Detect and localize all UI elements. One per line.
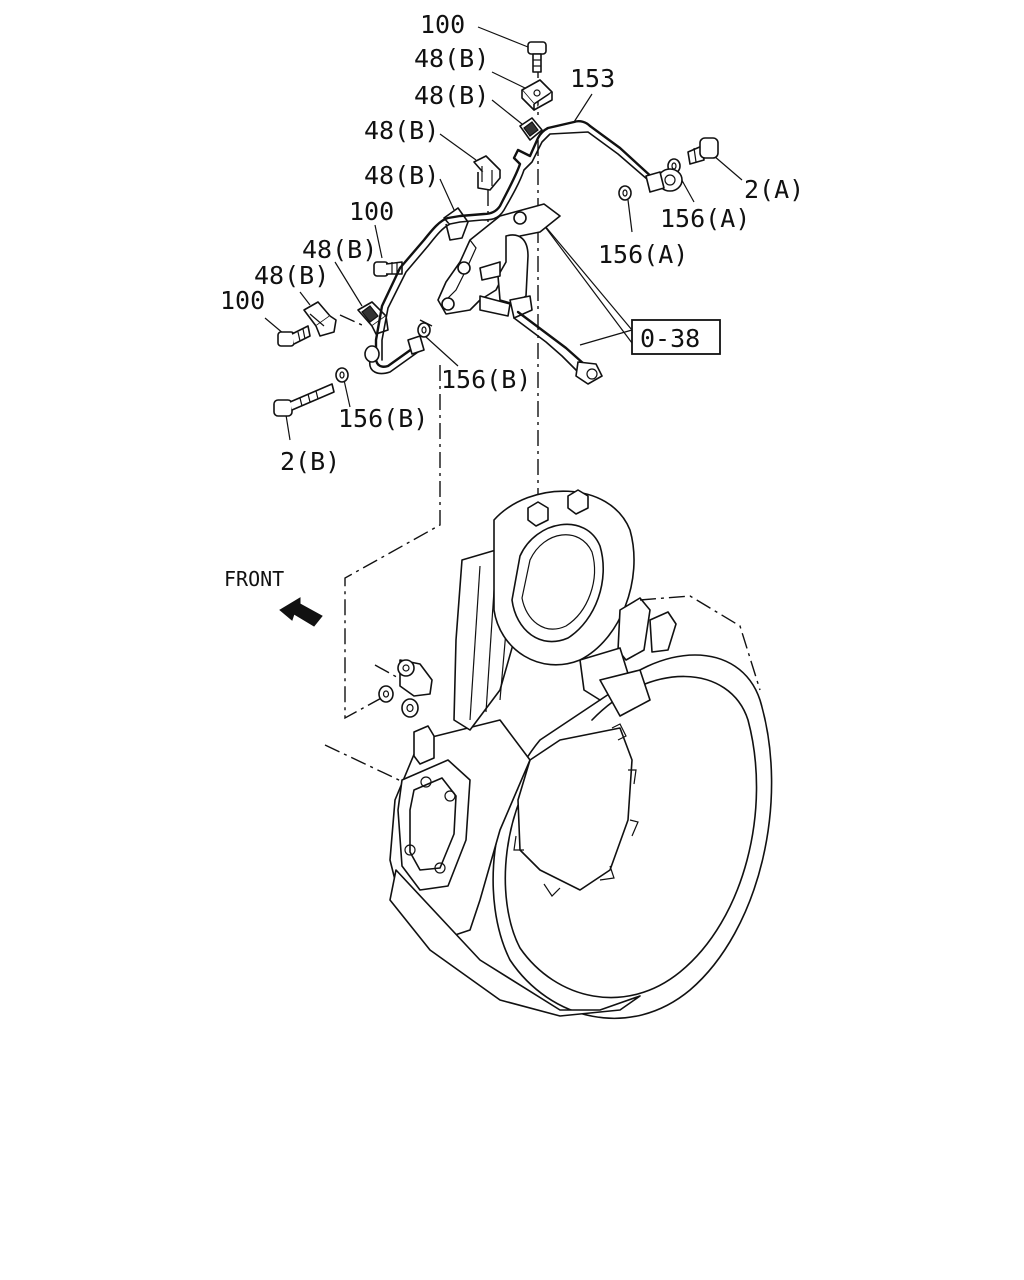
fasteners [273, 41, 719, 417]
bolt-2b [273, 383, 335, 417]
callout-0-38: 0-38 [640, 324, 700, 353]
clip-48b-3 [473, 155, 501, 191]
callout-48b-1: 48(B) [414, 44, 489, 73]
callout-48b-2: 48(B) [414, 81, 489, 110]
leader-lines [264, 26, 743, 441]
clip-48b-1 [521, 79, 553, 111]
callout-2b: 2(B) [280, 447, 340, 476]
clip-48b-2 [519, 117, 543, 141]
clip-48b-4 [443, 207, 469, 241]
flywheel-housing [378, 489, 773, 1020]
callout-153: 153 [570, 64, 615, 93]
callout-156a-1: 156(A) [660, 204, 750, 233]
callout-100-mid: 100 [349, 197, 394, 226]
front-arrow-icon [279, 597, 323, 627]
clip-48b-6 [303, 301, 337, 337]
callout-100-left: 100 [220, 286, 265, 315]
callout-156b-2: 156(B) [338, 404, 428, 433]
front-label: FRONT [224, 567, 284, 591]
callout-48b-3: 48(B) [364, 116, 439, 145]
bolt-100-top [527, 41, 547, 73]
callout-2a: 2(A) [744, 175, 804, 204]
callout-100-top: 100 [420, 10, 465, 39]
ref-box-0-38 [631, 319, 721, 355]
callout-156b-1: 156(B) [441, 365, 531, 394]
bolt-2a [687, 137, 719, 165]
pipe-153 [364, 120, 683, 375]
washer-156b-right [417, 322, 431, 338]
callout-48b-5: 48(B) [302, 235, 377, 264]
washer-156b-left [335, 367, 349, 383]
bracket-assembly [437, 203, 603, 385]
front-indicator: FRONT [224, 567, 323, 627]
callout-labels: 100 48(B) 48(B) 153 48(B) 48(B) 2(A) 156… [220, 10, 804, 476]
callout-156a-2: 156(A) [598, 240, 688, 269]
callout-48b-4: 48(B) [364, 161, 439, 190]
callout-48b-6: 48(B) [254, 261, 329, 290]
washer-156a-2 [618, 185, 632, 201]
bolt-100-left [277, 325, 311, 347]
